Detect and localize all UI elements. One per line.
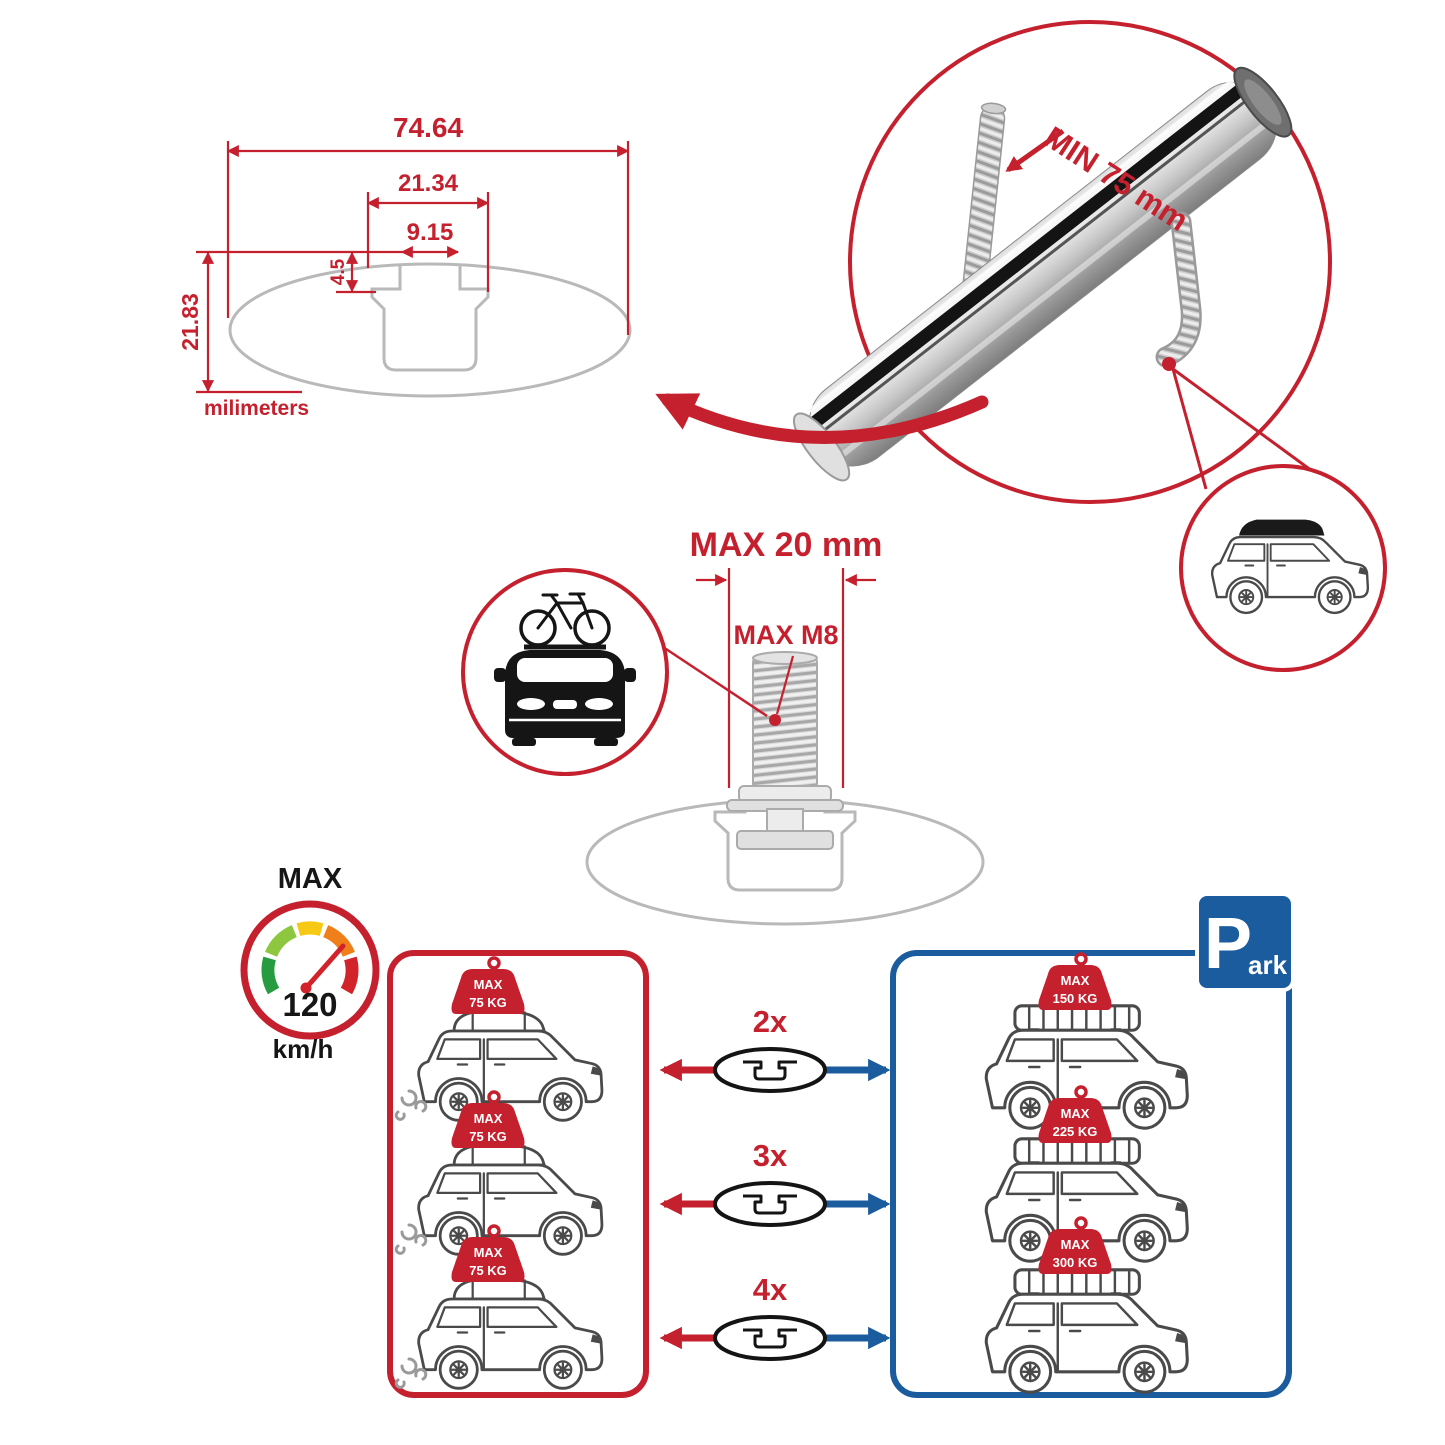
suv-with-roofbox xyxy=(1210,519,1370,615)
units-label: milimeters xyxy=(204,397,309,420)
callout-line xyxy=(1171,368,1208,490)
clamp-rod-left xyxy=(962,102,1007,297)
dim-total-width: 74.64 xyxy=(393,112,463,143)
pin-max-label: MAX xyxy=(474,1111,503,1126)
option-4x: 4x xyxy=(659,1272,891,1361)
parking-panel: MAX 150 KG MAX 225 KG MAX 300 KG P ark xyxy=(890,892,1295,1398)
bolt-section: MAX 20 mm MAX M8 xyxy=(461,526,985,926)
clamp-arrow xyxy=(1005,128,1065,173)
pin-max-label: MAX xyxy=(1061,1237,1090,1252)
dim-total-height: 21.83 xyxy=(177,293,203,351)
dimension-diagram: 74.64 21.34 9.15 4.5 21.83 milimeters xyxy=(177,112,632,420)
load-pin-75-3: MAX 75 KG xyxy=(449,1224,527,1284)
count-label-3x: 3x xyxy=(753,1138,788,1173)
gauge-pivot xyxy=(300,982,312,994)
gauge-seg-red xyxy=(340,956,359,995)
pin-load-label: 75 KG xyxy=(469,995,507,1010)
car-front-icon xyxy=(494,644,636,746)
driving-panel: MAX 75 KG MAX 75 KG MAX 75 KG xyxy=(387,950,649,1398)
gauge-seg-lime xyxy=(265,925,298,958)
load-pin-225: MAX 225 KG xyxy=(1036,1085,1114,1145)
count-label-2x: 2x xyxy=(753,1004,788,1039)
park-suffix: ark xyxy=(1248,950,1288,980)
profile-t-slot-2 xyxy=(713,801,857,892)
load-pin-300: MAX 300 KG xyxy=(1036,1216,1114,1276)
load-pin-150: MAX 150 KG xyxy=(1036,952,1114,1012)
callout-dot xyxy=(1162,357,1176,371)
speed-gauge: MAX 120 km/h xyxy=(240,863,380,1064)
bike-car-callout xyxy=(461,568,669,776)
pin-load-label: 75 KG xyxy=(469,1263,507,1278)
pin-max-label: MAX xyxy=(1061,1106,1090,1121)
pin-load-label: 150 KG xyxy=(1053,991,1098,1006)
dim-slot-width: 9.15 xyxy=(407,219,454,246)
count-label-4x: 4x xyxy=(753,1272,788,1307)
profile-ellipse xyxy=(228,262,632,398)
pin-max-label: MAX xyxy=(474,1245,503,1260)
bolt-max-thread-label: MAX M8 xyxy=(733,620,838,650)
bottom-section: MAX 120 km/h MAX 75 KG xyxy=(240,863,1295,1398)
gauge-seg-green xyxy=(261,956,280,995)
pin-max-label: MAX xyxy=(1061,973,1090,988)
aluminum-crossbar xyxy=(793,66,1293,482)
crossbar-ellipse xyxy=(713,1315,827,1361)
load-pin-75-2: MAX 75 KG xyxy=(449,1090,527,1150)
gauge-needle xyxy=(303,943,346,991)
suv-callout xyxy=(1171,367,1387,672)
option-3x: 3x xyxy=(659,1138,891,1227)
zoom-pointer-arrow xyxy=(655,393,989,444)
bolt-max-length-label: MAX 20 mm xyxy=(690,526,883,564)
clamp-rod-right xyxy=(1155,211,1202,368)
park-letter: P xyxy=(1204,904,1252,984)
thread-dot xyxy=(769,714,781,726)
dim-flange-width: 21.34 xyxy=(398,170,459,197)
park-sign-board xyxy=(1195,892,1295,992)
bike-leader xyxy=(662,645,768,718)
gauge-seg-yellow xyxy=(296,921,324,936)
pin-load-label: 225 KG xyxy=(1053,1124,1098,1139)
pin-load-label: 75 KG xyxy=(469,1129,507,1144)
pin-max-label: MAX xyxy=(474,977,503,992)
pin-load-label: 300 KG xyxy=(1053,1255,1098,1270)
dim-slot-depth: 4.5 xyxy=(328,258,349,285)
load-pin-75-1: MAX 75 KG xyxy=(449,956,527,1016)
gauge-seg-orange xyxy=(322,925,355,958)
crossbar-ellipse xyxy=(713,1047,827,1093)
t-bolt xyxy=(726,651,844,850)
gauge-value: 120 xyxy=(282,986,337,1023)
thread-leader xyxy=(775,655,795,715)
crossbar-ellipse xyxy=(713,1181,827,1227)
crossbar-options: 2x 3x 4x xyxy=(659,1004,891,1361)
bar-zoom-section: MIN 75 mm xyxy=(793,20,1332,504)
gauge-title: MAX xyxy=(278,863,343,895)
gauge-unit: km/h xyxy=(273,1034,334,1064)
park-sign: P ark xyxy=(1195,892,1295,992)
option-2x: 2x xyxy=(659,1004,891,1093)
profile-t-slot xyxy=(370,264,490,372)
